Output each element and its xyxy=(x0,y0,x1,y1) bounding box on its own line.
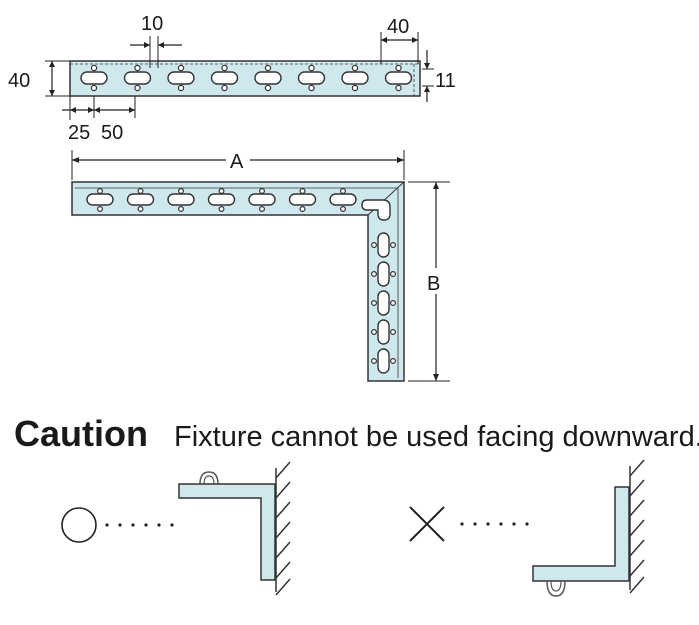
hole xyxy=(371,271,378,278)
slot xyxy=(377,290,390,316)
ok-circle-icon xyxy=(61,507,97,543)
hole xyxy=(299,206,306,213)
dim-length-a-label: A xyxy=(230,151,244,173)
hole xyxy=(371,358,378,365)
hole xyxy=(351,64,359,72)
hole xyxy=(351,84,359,92)
dim-pitch: 25 50 xyxy=(62,96,136,144)
dim-end-offset-label: 40 xyxy=(387,16,409,38)
hole xyxy=(178,188,185,195)
slot xyxy=(167,71,195,85)
slot xyxy=(377,319,390,345)
hole xyxy=(264,64,272,72)
hole xyxy=(340,188,347,195)
hole xyxy=(218,206,225,213)
slot xyxy=(248,193,276,206)
hole xyxy=(90,64,98,72)
hole xyxy=(371,300,378,307)
ng-fastener-icon xyxy=(546,580,566,597)
slot xyxy=(123,71,152,85)
hole xyxy=(371,242,378,249)
straight-plate xyxy=(69,60,421,97)
dim-end-offset: 40 xyxy=(380,16,419,64)
hole xyxy=(308,64,315,72)
slot xyxy=(126,193,155,206)
slot xyxy=(297,71,326,85)
hole xyxy=(340,206,347,213)
dim-plate-height: 40 xyxy=(8,60,70,97)
ng-bracket xyxy=(532,486,630,582)
hole xyxy=(259,188,266,195)
hole xyxy=(390,358,397,365)
hole xyxy=(259,206,266,213)
dim-slot-width-label: 10 xyxy=(141,13,163,35)
dim-slot-width: 10 xyxy=(130,13,182,68)
slot xyxy=(377,232,390,258)
hole xyxy=(395,84,402,92)
dim-hole-size-label: 11 xyxy=(435,70,456,92)
hole xyxy=(137,206,144,213)
slot xyxy=(288,193,317,206)
caution-heading: Caution xyxy=(14,413,148,454)
hole xyxy=(371,329,378,336)
caution-message: Fixture cannot be used facing downward. xyxy=(174,421,699,453)
hole xyxy=(137,188,144,195)
slot xyxy=(207,193,236,206)
ng-cross-icon xyxy=(409,506,445,542)
slot xyxy=(210,71,239,85)
slot xyxy=(80,71,108,85)
slot xyxy=(86,193,114,206)
hole xyxy=(264,84,272,92)
ok-fastener-icon xyxy=(199,471,219,485)
slot xyxy=(377,348,390,374)
l-plate xyxy=(71,181,405,382)
dim-first-slot-label: 25 xyxy=(68,122,90,144)
ok-example xyxy=(61,461,291,596)
hole xyxy=(96,206,103,213)
hole xyxy=(390,242,397,249)
slot xyxy=(167,193,195,206)
dim-hole-size: 11 xyxy=(422,50,456,102)
hole xyxy=(90,84,98,92)
slot xyxy=(377,261,390,287)
dim-slot-pitch-label: 50 xyxy=(101,122,123,144)
dim-length-a: A xyxy=(71,150,405,180)
hole xyxy=(134,64,141,72)
dim-plate-height-label: 40 xyxy=(8,70,30,92)
hole xyxy=(390,300,397,307)
hole xyxy=(221,84,228,92)
ng-example xyxy=(409,459,645,597)
dim-length-b-label: B xyxy=(427,273,440,295)
hole xyxy=(177,84,185,92)
hole xyxy=(134,84,141,92)
slot xyxy=(329,193,357,206)
slot xyxy=(341,71,369,85)
slot xyxy=(384,71,413,85)
dim-length-b: B xyxy=(408,181,450,382)
ok-bracket xyxy=(178,483,276,581)
hole xyxy=(308,84,315,92)
hole xyxy=(390,329,397,336)
hole xyxy=(221,64,228,72)
l-plate-body xyxy=(71,181,405,382)
slot xyxy=(254,71,282,85)
hole xyxy=(395,64,402,72)
hole xyxy=(299,188,306,195)
hole xyxy=(178,206,185,213)
hole xyxy=(96,188,103,195)
hole xyxy=(177,64,185,72)
hole xyxy=(218,188,225,195)
hole xyxy=(390,271,397,278)
corner-slot xyxy=(361,199,391,221)
